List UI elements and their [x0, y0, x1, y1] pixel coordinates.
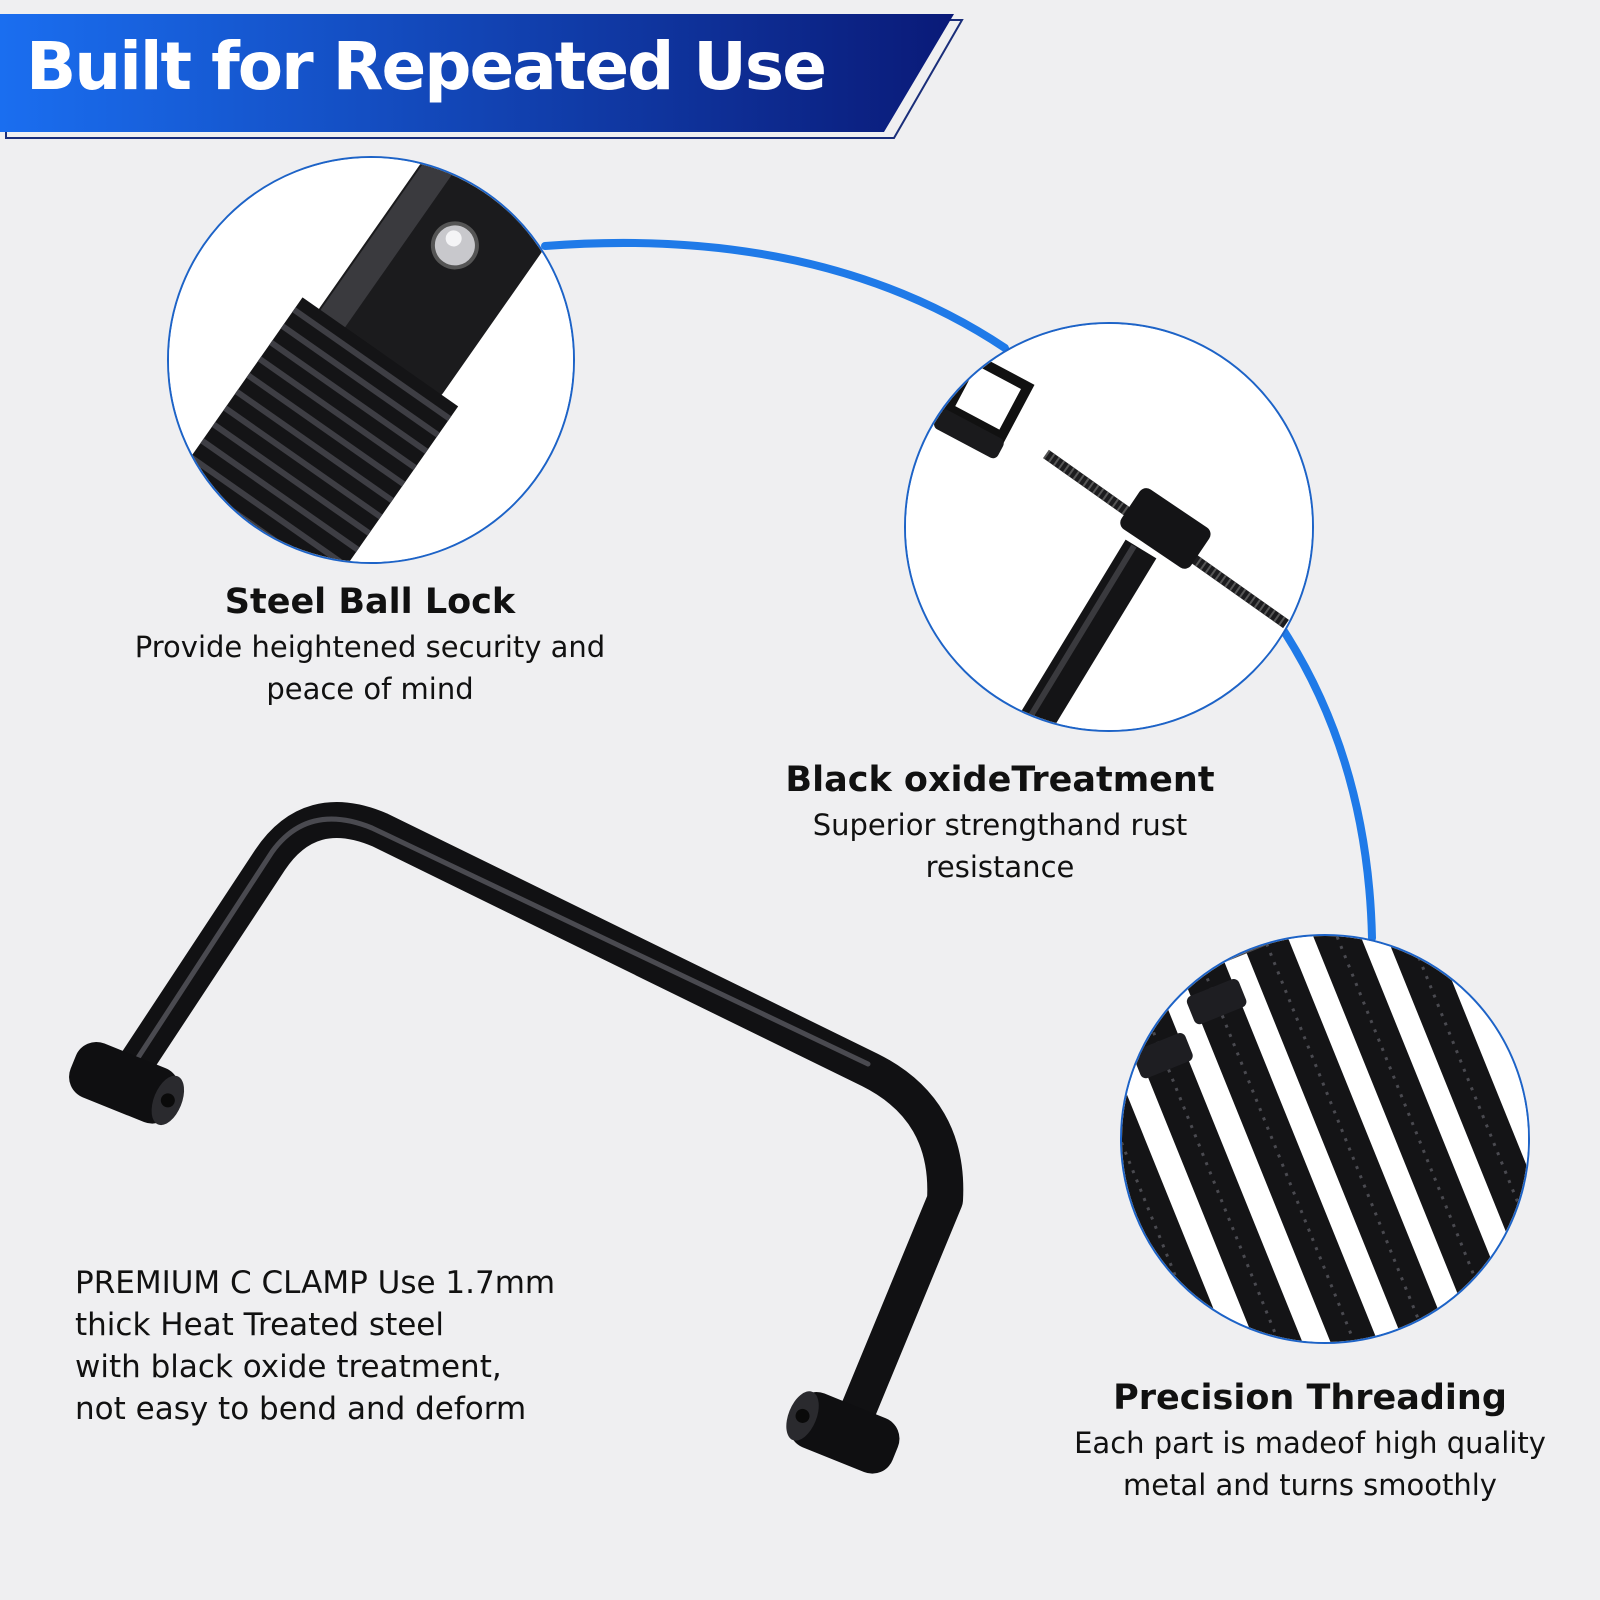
c-clamp-frame-image	[69, 802, 964, 1474]
title-banner: Built for Repeated Use	[0, 0, 1000, 150]
black-oxide-treatment-image	[904, 322, 1314, 732]
feature-black-oxide-treatment: Black oxideTreatment Superior strengthan…	[740, 760, 1260, 888]
description-line: PREMIUM C CLAMP Use 1.7mm	[75, 1265, 556, 1301]
product-description: PREMIUM C CLAMP Use 1.7mm thick Heat Tre…	[75, 1262, 715, 1430]
feature-title: Precision Threading	[1113, 1378, 1507, 1418]
precision-threading-image	[1120, 934, 1530, 1344]
feature-description: Provide heightened security and peace of…	[134, 630, 606, 706]
steel-ball-lock-image	[167, 156, 575, 564]
feature-description: Superior strengthand rust resistance	[812, 808, 1188, 884]
page-title: Built for Repeated Use	[26, 28, 827, 105]
feature-title: Steel Ball Lock	[224, 582, 516, 622]
description-line: not easy to bend and deform	[75, 1391, 527, 1427]
feature-steel-ball-lock: Steel Ball Lock Provide heightened secur…	[90, 582, 650, 710]
description-line: with black oxide treatment,	[75, 1349, 502, 1385]
feature-description: Each part is madeof high quality metal a…	[1074, 1426, 1546, 1502]
feature-precision-threading: Precision Threading Each part is madeof …	[1040, 1378, 1580, 1506]
banner-shape	[0, 14, 964, 139]
feature-title: Black oxideTreatment	[785, 760, 1215, 800]
description-line: thick Heat Treated steel	[75, 1307, 444, 1343]
